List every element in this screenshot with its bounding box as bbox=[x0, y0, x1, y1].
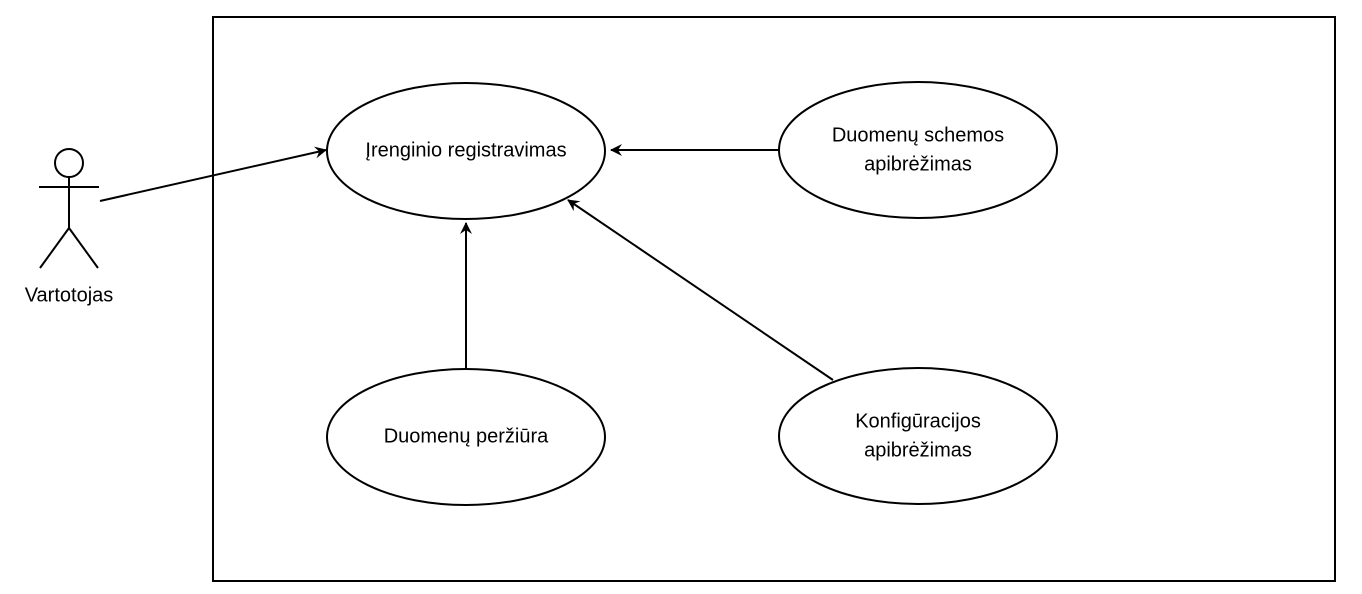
actor-head bbox=[54, 148, 84, 178]
use-case-schema-definition: Duomenų schemos apibrėžimas bbox=[778, 81, 1058, 219]
use-case-config-definition-label-line1: Konfigūracijos bbox=[855, 410, 981, 432]
actor-left-leg bbox=[39, 227, 70, 269]
actor-to-registration-link bbox=[99, 146, 327, 202]
use-case-registration-label: Įrenginio registravimas bbox=[365, 139, 566, 161]
use-case-data-view: Duomenų peržiūra bbox=[326, 368, 606, 506]
use-case-schema-definition-ellipse bbox=[778, 81, 1058, 219]
use-case-data-view-label: Duomenų peržiūra bbox=[384, 425, 549, 447]
use-case-config-definition-ellipse bbox=[778, 367, 1058, 505]
actor-figure bbox=[39, 148, 99, 269]
actor-right-leg bbox=[68, 227, 99, 269]
use-case-config-definition-label-line2: apibrėžimas bbox=[864, 439, 972, 461]
config-to-registration-arrow bbox=[567, 199, 834, 381]
use-case-registration: Įrenginio registravimas bbox=[326, 82, 606, 220]
use-case-schema-definition-label-line2: apibrėžimas bbox=[864, 153, 972, 175]
actor-name: Vartotojas bbox=[25, 284, 114, 306]
use-case-data-view-ellipse bbox=[326, 368, 606, 506]
use-case-config-definition: Konfigūracijos apibrėžimas bbox=[778, 367, 1058, 505]
use-case-schema-definition-label-line1: Duomenų schemos bbox=[832, 124, 1004, 146]
use-case-registration-ellipse bbox=[326, 82, 606, 220]
